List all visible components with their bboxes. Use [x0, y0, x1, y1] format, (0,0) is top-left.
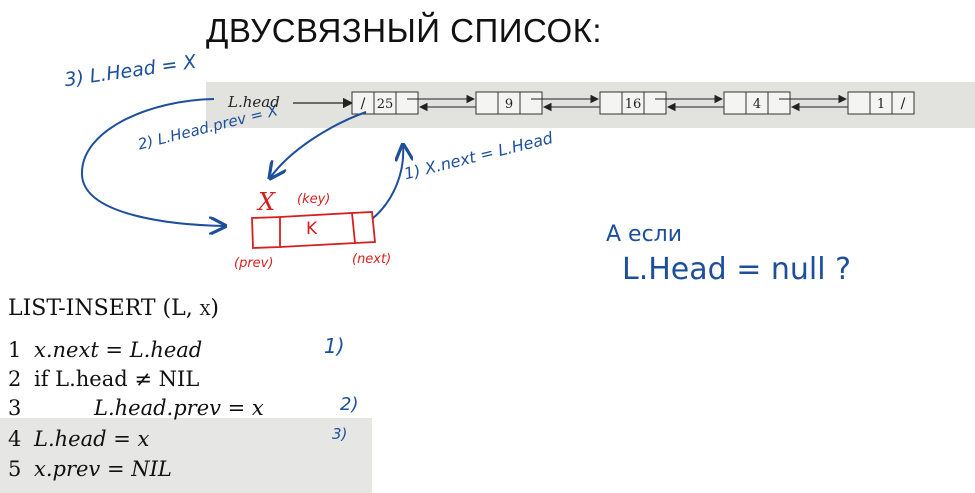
nil-next-mark: / [901, 96, 906, 112]
arrow-prev-to-new [270, 111, 367, 178]
list-node: 16 [599, 91, 667, 115]
list-node: 25 / [351, 91, 419, 115]
prev-cell [723, 91, 747, 115]
new-node-name: X [258, 188, 276, 216]
line1-note: 1) [324, 334, 345, 358]
node-key-text: 1 [877, 97, 885, 112]
prev-cell [847, 91, 871, 115]
page-title: ДВУСВЯЗНЫЙ СПИСОК: [206, 12, 603, 49]
prev-label: (prev) [234, 256, 274, 271]
node-key-text: 4 [753, 97, 761, 112]
list-node: 1/ [847, 91, 915, 115]
procedure-header: LIST-INSERT (L, x) [8, 296, 219, 321]
question-line1: А если [606, 222, 683, 247]
next-label: (next) [352, 252, 392, 267]
next-cell [767, 91, 791, 115]
list-node: 9 [475, 91, 543, 115]
nil-prev-mark: / [361, 96, 366, 112]
node-key-text: 9 [505, 97, 513, 112]
next-cell [643, 91, 667, 115]
line4-note: 3) [332, 425, 348, 443]
prev-cell [599, 91, 623, 115]
code-highlight-band [0, 418, 372, 493]
arrow-head-to-new [80, 98, 225, 226]
list-node: 4 [723, 91, 791, 115]
key-label: (key) [297, 192, 331, 207]
next-cell [891, 91, 915, 115]
line3-note: 2) [340, 394, 359, 415]
key-value: K [306, 219, 318, 239]
list-head-label: L.head [228, 93, 280, 111]
new-node [251, 211, 376, 249]
next-cell [519, 91, 543, 115]
next-cell [395, 91, 419, 115]
node-key-text: 16 [625, 97, 642, 112]
list-band [206, 82, 975, 128]
question-line2: L.Head = null ? [622, 252, 852, 287]
prev-cell [475, 91, 499, 115]
arrow-next-to-head [371, 145, 403, 220]
node-key-text: 25 [377, 97, 394, 112]
